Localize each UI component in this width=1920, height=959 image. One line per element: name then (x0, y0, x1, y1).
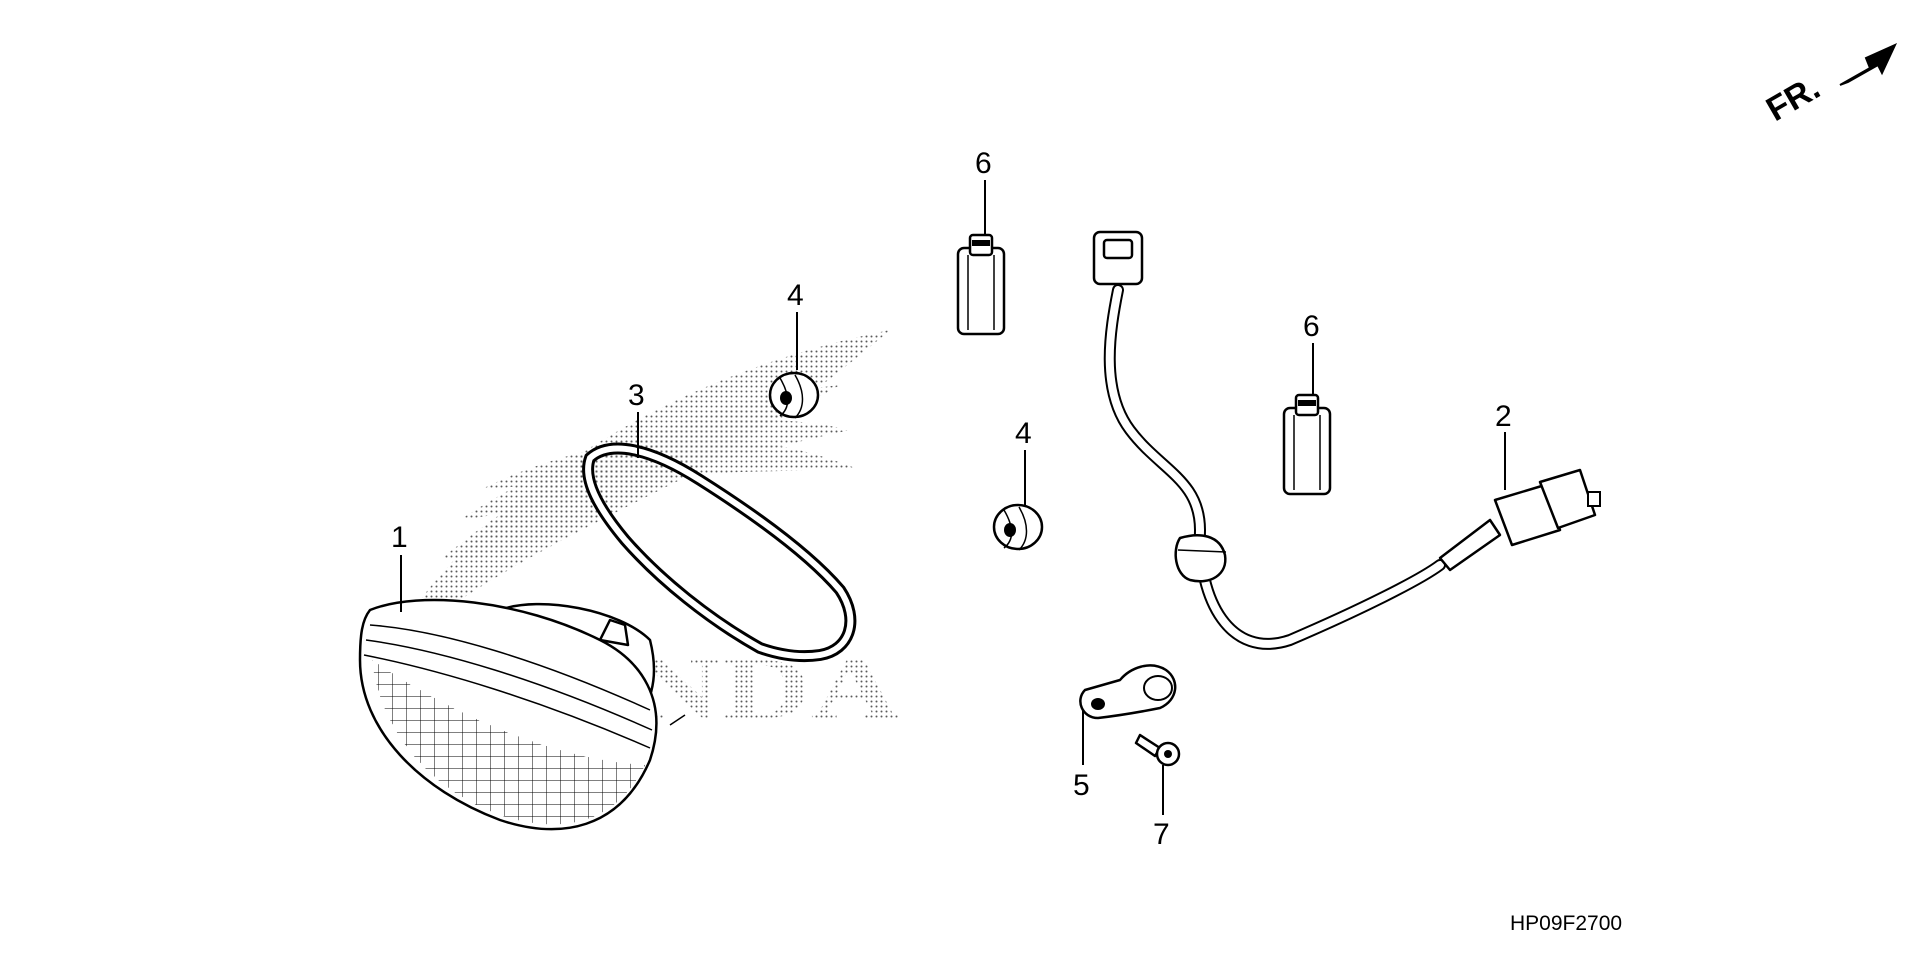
callout-6-left: 6 (975, 147, 992, 180)
bulb-socket-left (956, 233, 1006, 336)
taillight-lens (358, 598, 686, 831)
callout-4-lower: 4 (1015, 417, 1032, 450)
drawing-code: HP09F2700 (1510, 912, 1622, 935)
front-arrow-icon (1839, 42, 1898, 86)
callout-3: 3 (628, 379, 645, 412)
grommet-lower (992, 503, 1044, 551)
callout-6-right: 6 (1303, 310, 1320, 343)
lens-gasket (582, 442, 857, 663)
taillight-wire-harness (1092, 230, 1601, 650)
callout-7: 7 (1153, 818, 1170, 851)
callout-2: 2 (1495, 400, 1512, 433)
bulb-socket-right (1282, 393, 1332, 496)
callout-1: 1 (391, 521, 408, 554)
front-direction-indicator: FR. (1760, 42, 1898, 129)
callout-5: 5 (1073, 769, 1090, 802)
callout-4-upper: 4 (787, 279, 804, 312)
grommet-upper (768, 371, 820, 419)
harness-clamp (1079, 664, 1177, 720)
front-direction-label: FR. (1760, 69, 1826, 129)
callout-numbers: 1 2 3 4 4 5 6 6 7 (391, 147, 1512, 851)
screw (1134, 733, 1181, 767)
callout-leaders (400, 180, 1506, 815)
